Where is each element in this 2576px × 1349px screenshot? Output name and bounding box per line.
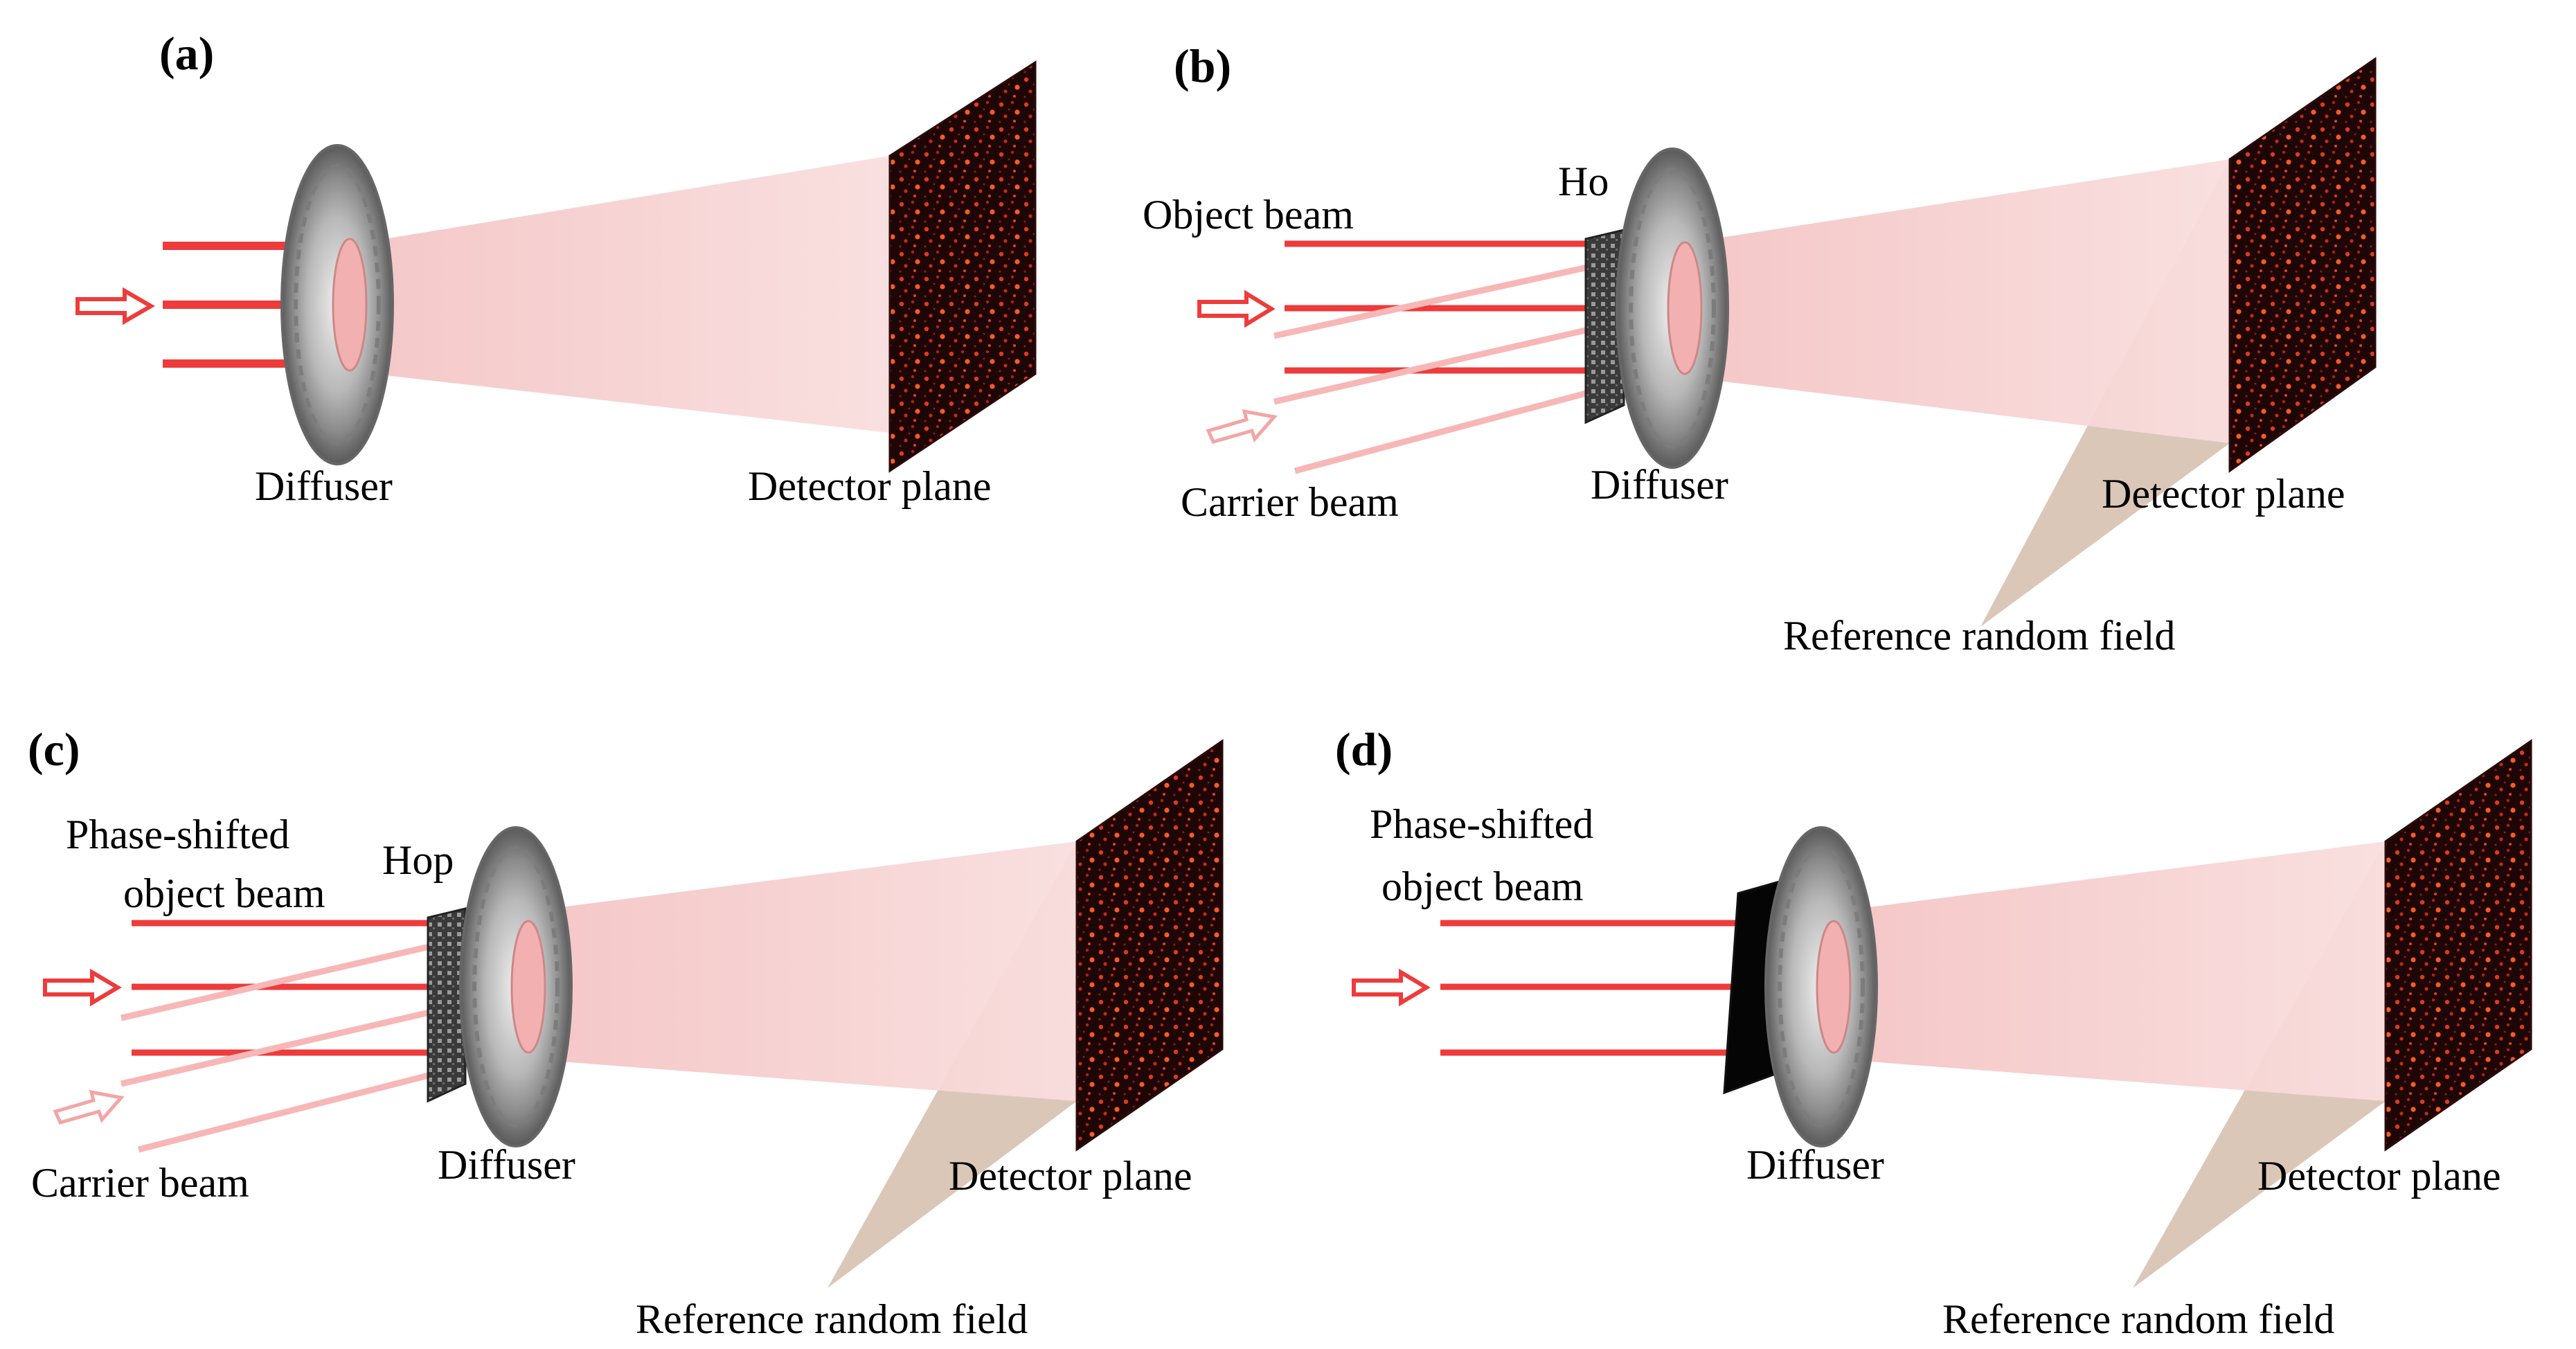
- diffuser: [459, 826, 573, 1147]
- object-beam-label: Object beam: [1143, 192, 1354, 238]
- reference-field-label: Reference random field: [636, 1296, 1028, 1342]
- light-cone: [1690, 159, 2230, 443]
- object-beam-label-line1: Phase-shifted: [1370, 801, 1593, 847]
- carrier-arrow: [1206, 409, 1278, 445]
- diffuser: [280, 144, 394, 465]
- reference-field-label: Reference random field: [1942, 1296, 2334, 1342]
- input-arrow: [75, 287, 155, 325]
- diffuser-label: Diffuser: [255, 463, 393, 509]
- object-beam-label-line2: object beam: [1381, 864, 1584, 909]
- object-beams: [1285, 240, 1607, 374]
- object-arrow: [43, 968, 122, 1007]
- detector-label: Detector plane: [2257, 1153, 2501, 1199]
- detector-plane: [2384, 739, 2532, 1152]
- object-beams: [132, 920, 450, 1056]
- diffuser-label: Diffuser: [1746, 1142, 1884, 1188]
- panel-d-label: (d): [1335, 723, 1393, 776]
- diffuser: [1616, 148, 1729, 469]
- hologram-plate: [1584, 229, 1625, 425]
- object-beam-label-line1: Phase-shifted: [66, 812, 289, 857]
- diffuser-label: Diffuser: [1591, 462, 1728, 508]
- panel-c: (c) Hop Phase-shifted object beam: [28, 723, 1224, 1342]
- light-cone: [343, 156, 890, 433]
- detector-label: Detector plane: [949, 1153, 1192, 1199]
- light-cone: [533, 841, 1077, 1101]
- reference-field-label: Reference random field: [1783, 613, 2175, 659]
- hologram-label: Ho: [1558, 159, 1609, 204]
- light-cone: [1842, 841, 2386, 1101]
- hologram-plate: [427, 907, 467, 1103]
- detector-label: Detector plane: [748, 463, 991, 509]
- panel-d: (d) Phase-shifted object beam Diffuser D…: [1335, 723, 2532, 1342]
- object-beam-label-line2: object beam: [123, 870, 325, 916]
- carrier-beam-label: Carrier beam: [31, 1160, 249, 1206]
- detector-plane: [1075, 739, 1224, 1152]
- panel-c-label: (c): [28, 723, 80, 776]
- object-arrow: [1197, 289, 1276, 328]
- carrier-beams: [120, 938, 451, 1153]
- detector-plane: [888, 60, 1037, 473]
- carrier-beams: [1273, 260, 1608, 474]
- panel-b-label: (b): [1174, 39, 1231, 92]
- carrier-arrow: [53, 1089, 125, 1125]
- diffuser-label: Diffuser: [438, 1142, 575, 1188]
- object-beams: [1440, 920, 1738, 1056]
- panel-a-label: (a): [159, 27, 214, 80]
- object-arrow: [1352, 968, 1431, 1007]
- detector-plane: [2228, 57, 2377, 473]
- input-beams: [163, 242, 291, 368]
- detector-label: Detector plane: [2102, 471, 2345, 517]
- carrier-beam-label: Carrier beam: [1181, 479, 1399, 525]
- panel-b: (b) Ho Object beam: [1143, 39, 2377, 659]
- panel-a: (a) Diffuser Detector plane: [75, 27, 1037, 509]
- diffuser: [1764, 826, 1878, 1147]
- hologram-label: Hop: [382, 837, 454, 883]
